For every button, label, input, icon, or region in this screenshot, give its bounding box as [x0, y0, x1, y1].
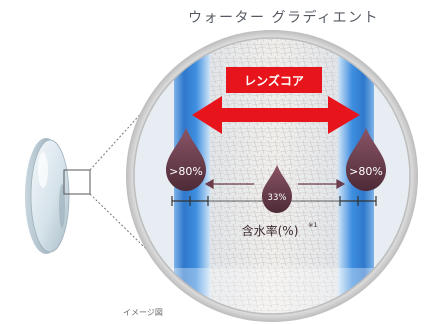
center-value: 33%	[268, 193, 287, 203]
core-label: レンズコア	[244, 73, 304, 88]
gradient-arrows	[204, 178, 346, 190]
water-drop-left	[166, 128, 206, 191]
right-edge-value: >80%	[349, 165, 383, 178]
core-label-box	[226, 67, 322, 93]
diagram-title: ウォーター グラディエント	[188, 10, 379, 26]
water-drop-center	[262, 165, 292, 213]
image-caption: イメージ図	[123, 308, 163, 317]
projection-line-bottom	[89, 193, 183, 285]
water-content-label: 含水率(%)	[242, 223, 299, 238]
footnote-mark: ※1	[308, 221, 318, 229]
projection-line-top	[89, 67, 183, 171]
water-drop-right	[346, 128, 386, 191]
core-double-arrow	[192, 96, 360, 134]
magnifier-box	[63, 169, 91, 195]
contact-lens-illustration	[25, 138, 70, 254]
left-edge-value: >80%	[169, 165, 203, 178]
